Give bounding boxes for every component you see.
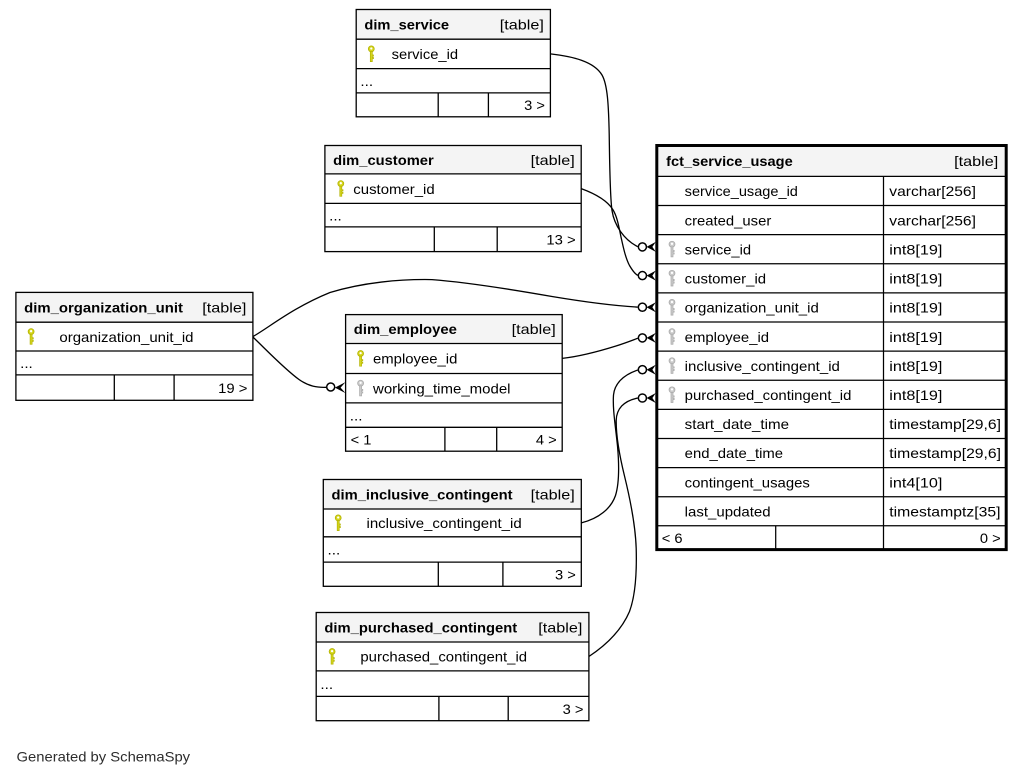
svg-text:int8[19]: int8[19] <box>889 301 942 316</box>
svg-text:dim_customer: dim_customer <box>333 153 434 168</box>
svg-text:int4[10]: int4[10] <box>889 475 942 490</box>
svg-text:< 1: < 1 <box>351 432 372 447</box>
svg-text:int8[19]: int8[19] <box>889 242 942 257</box>
svg-text:fct_service_usage: fct_service_usage <box>666 154 793 169</box>
svg-text:timestamp[29,6]: timestamp[29,6] <box>889 417 1001 432</box>
svg-text:timestamptz[35]: timestamptz[35] <box>889 505 1000 520</box>
svg-text:[table]: [table] <box>538 621 582 636</box>
svg-text:timestamp[29,6]: timestamp[29,6] <box>889 446 1001 461</box>
svg-text:purchased_contingent_id: purchased_contingent_id <box>685 388 852 403</box>
svg-text:...: ... <box>350 408 363 423</box>
svg-text:customer_id: customer_id <box>685 272 766 287</box>
svg-text:dim_purchased_contingent: dim_purchased_contingent <box>324 621 517 636</box>
svg-text:dim_service: dim_service <box>364 18 449 33</box>
svg-text:[table]: [table] <box>500 18 544 33</box>
svg-text:Generated by SchemaSpy: Generated by SchemaSpy <box>17 749 191 764</box>
svg-text:varchar[256]: varchar[256] <box>889 184 976 199</box>
svg-text:...: ... <box>328 543 341 558</box>
svg-text:...: ... <box>329 208 342 223</box>
svg-text:dim_employee: dim_employee <box>354 322 458 337</box>
svg-text:organization_unit_id: organization_unit_id <box>59 330 193 345</box>
svg-text:purchased_contingent_id: purchased_contingent_id <box>360 650 527 665</box>
svg-text:[table]: [table] <box>531 153 575 168</box>
svg-text:employee_id: employee_id <box>373 352 457 367</box>
svg-text:int8[19]: int8[19] <box>889 272 942 287</box>
svg-text:inclusive_contingent_id: inclusive_contingent_id <box>367 516 522 531</box>
svg-text:created_user: created_user <box>685 213 772 228</box>
svg-text:organization_unit_id: organization_unit_id <box>685 301 819 316</box>
svg-text:service_usage_id: service_usage_id <box>685 184 798 199</box>
svg-text:int8[19]: int8[19] <box>889 388 942 403</box>
svg-text:...: ... <box>360 74 373 89</box>
svg-text:< 6: < 6 <box>662 531 683 546</box>
svg-text:int8[19]: int8[19] <box>889 330 942 345</box>
svg-text:contingent_usages: contingent_usages <box>685 475 810 490</box>
svg-text:3 >: 3 > <box>563 702 584 717</box>
svg-text:[table]: [table] <box>202 301 246 316</box>
svg-text:varchar[256]: varchar[256] <box>889 213 976 228</box>
svg-text:...: ... <box>320 677 333 692</box>
svg-text:...: ... <box>20 356 33 371</box>
svg-text:3 >: 3 > <box>555 567 576 582</box>
svg-text:[table]: [table] <box>512 322 556 337</box>
svg-text:start_date_time: start_date_time <box>685 417 789 432</box>
svg-text:19 >: 19 > <box>218 381 247 396</box>
svg-text:last_updated: last_updated <box>685 505 771 520</box>
svg-text:int8[19]: int8[19] <box>889 359 942 374</box>
svg-text:4 >: 4 > <box>536 432 557 447</box>
svg-text:service_id: service_id <box>392 47 458 62</box>
svg-text:[table]: [table] <box>954 154 998 169</box>
svg-text:dim_inclusive_contingent: dim_inclusive_contingent <box>332 487 514 502</box>
svg-text:0 >: 0 > <box>980 531 1001 546</box>
svg-text:customer_id: customer_id <box>353 182 434 197</box>
svg-text:inclusive_contingent_id: inclusive_contingent_id <box>685 359 840 374</box>
svg-text:[table]: [table] <box>531 487 575 502</box>
svg-text:3 >: 3 > <box>524 98 545 113</box>
svg-text:13 >: 13 > <box>546 232 575 247</box>
svg-text:employee_id: employee_id <box>685 330 769 345</box>
svg-text:working_time_model: working_time_model <box>372 381 511 396</box>
svg-text:end_date_time: end_date_time <box>685 446 783 461</box>
svg-text:service_id: service_id <box>685 242 751 257</box>
svg-text:dim_organization_unit: dim_organization_unit <box>24 301 183 316</box>
